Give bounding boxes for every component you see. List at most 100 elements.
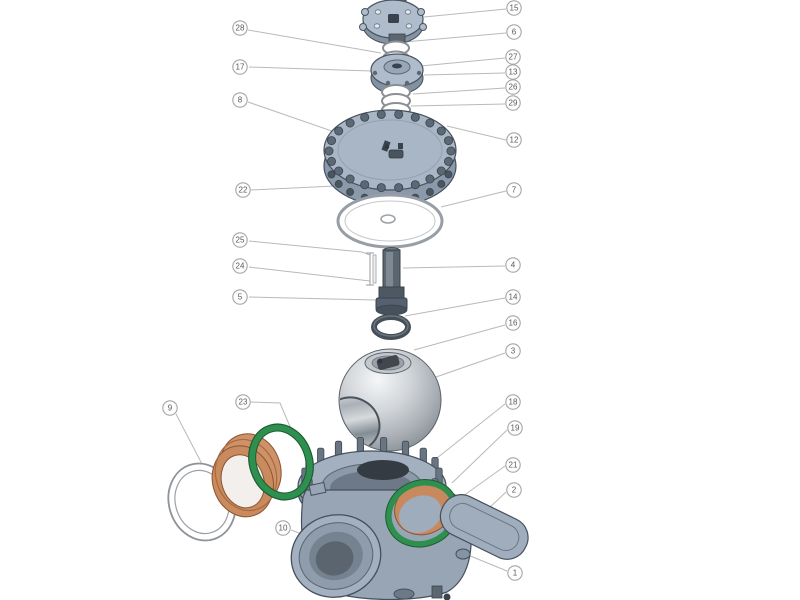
cover-bolt — [410, 112, 420, 122]
callout-number: 7 — [512, 186, 517, 195]
cover-bolt — [360, 112, 370, 122]
callout-2: 2 — [506, 482, 522, 498]
gland-flange — [370, 53, 424, 95]
mounting-flange — [359, 0, 427, 45]
callout-15: 15 — [506, 0, 522, 16]
cover-bolt — [394, 109, 404, 119]
callout-number: 12 — [510, 136, 519, 145]
callout-circle — [505, 343, 521, 359]
callout-circle — [232, 232, 248, 248]
callout-19: 19 — [507, 420, 523, 436]
callout-circle — [275, 520, 291, 536]
leader-line-16 — [413, 324, 506, 351]
leader-line-4 — [402, 265, 506, 269]
callout-circle — [505, 49, 521, 65]
cover-bolt — [360, 180, 370, 190]
callout-29: 29 — [505, 95, 521, 111]
callout-number: 6 — [512, 28, 517, 37]
callout-23: 23 — [235, 394, 251, 410]
callout-1: 1 — [507, 565, 523, 581]
callout-circle — [505, 257, 521, 273]
body-port — [290, 514, 382, 598]
callout-number: 13 — [509, 68, 518, 77]
leader-line-18 — [436, 403, 506, 459]
cover-bolt — [394, 183, 404, 193]
cover-center-glyph — [381, 140, 404, 159]
callout-circle — [505, 457, 521, 473]
leader-line-13 — [423, 72, 506, 76]
callout-number: 29 — [509, 99, 518, 108]
cover-bolt-shaft — [444, 170, 453, 179]
ball-bore — [340, 396, 381, 450]
cover-bolt — [443, 136, 453, 146]
callout-circle — [507, 420, 523, 436]
callout-circle — [232, 289, 248, 305]
callout-circle — [232, 92, 248, 108]
callout-24: 24 — [232, 258, 248, 274]
callout-number: 18 — [509, 398, 518, 407]
callout-4: 4 — [505, 257, 521, 273]
leader-line-22 — [250, 185, 336, 191]
anti-static-pin — [372, 254, 377, 284]
leader-line-6 — [403, 32, 507, 43]
leader-line-3 — [435, 352, 506, 378]
leader-lines — [175, 8, 508, 572]
leader-line-26 — [412, 87, 506, 95]
leader-line-19 — [451, 429, 508, 484]
callout-circle — [232, 59, 248, 75]
cover-bolt — [443, 156, 453, 166]
callout-number: 21 — [509, 461, 518, 470]
callout-number: 8 — [238, 96, 243, 105]
callout-circle — [506, 482, 522, 498]
leader-line-15 — [423, 8, 507, 18]
callout-circle — [232, 258, 248, 274]
bonnet-cover — [323, 109, 457, 207]
body-bottom-details — [393, 585, 451, 600]
cover-bolt — [436, 166, 446, 176]
callout-number: 2 — [512, 486, 517, 495]
callout-number: 10 — [279, 524, 288, 533]
callout-circle — [506, 182, 522, 198]
cover-bolt — [410, 180, 420, 190]
callout-number: 28 — [236, 24, 245, 33]
callout-number: 19 — [511, 424, 520, 433]
callout-circle — [162, 400, 178, 416]
leader-line-7 — [440, 190, 507, 208]
callout-28: 28 — [232, 20, 248, 36]
cover-bolt — [376, 183, 386, 193]
callout-number: 14 — [509, 293, 518, 302]
callout-number: 5 — [238, 293, 243, 302]
cover-bolt — [425, 174, 435, 184]
callout-circle — [505, 64, 521, 80]
callout-number: 15 — [510, 4, 519, 13]
side-flange-adapter — [439, 494, 529, 560]
leader-line-29 — [410, 103, 506, 107]
ball — [338, 348, 442, 452]
cover-bolt-shaft — [425, 188, 434, 196]
callout-number: 26 — [509, 83, 518, 92]
callout-circle — [235, 394, 251, 410]
leader-line-9 — [175, 413, 203, 465]
body-seat-assembly — [385, 479, 459, 548]
callout-3: 3 — [505, 343, 521, 359]
cover-bolt — [334, 126, 344, 136]
cover-bolt — [376, 109, 386, 119]
callout-number: 4 — [511, 261, 516, 270]
callout-9: 9 — [162, 400, 178, 416]
callout-17: 17 — [232, 59, 248, 75]
bonnet-gasket — [336, 193, 444, 249]
callout-12: 12 — [506, 132, 522, 148]
callout-number: 22 — [239, 186, 248, 195]
stem-o-ring — [371, 314, 411, 340]
callout-26: 26 — [505, 79, 521, 95]
leader-line-28 — [247, 29, 382, 54]
callout-25: 25 — [232, 232, 248, 248]
callout-16: 16 — [505, 315, 521, 331]
callout-circle — [505, 95, 521, 111]
callout-circle — [232, 20, 248, 36]
cover-bolt — [345, 174, 355, 184]
stem — [372, 247, 408, 316]
callout-circle — [505, 315, 521, 331]
